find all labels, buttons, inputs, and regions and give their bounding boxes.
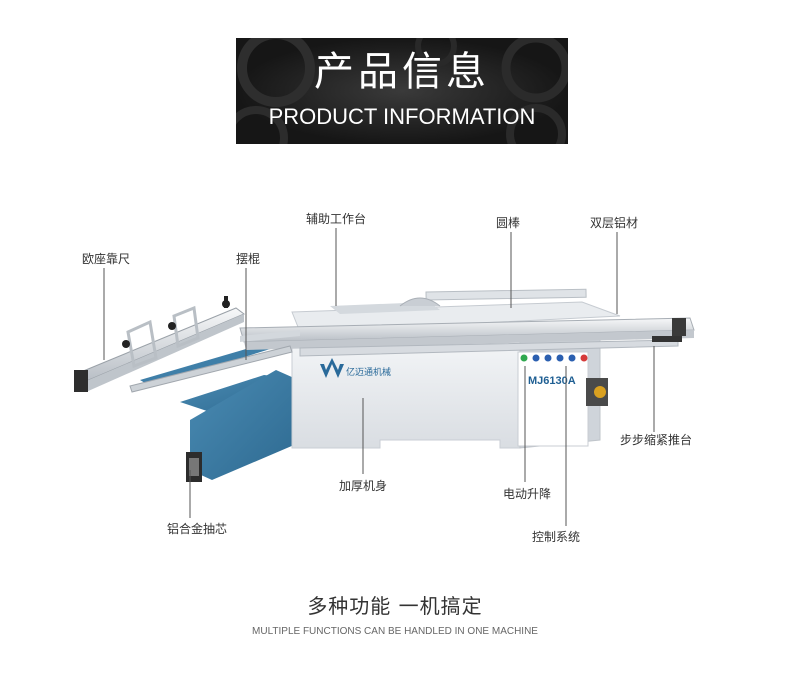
callout-aluminum-core: 铝合金抽芯 — [167, 522, 228, 536]
tagline-english: MULTIPLE FUNCTIONS CAN BE HANDLED IN ONE… — [252, 626, 538, 637]
machine-body: 亿迈通机械 MJ6130A — [291, 335, 608, 449]
callout-control-system: 控制系统 — [532, 530, 581, 544]
gear-texture-background — [236, 38, 568, 144]
callout-double-layer-aluminum: 双层铝材 — [590, 216, 639, 230]
callout-round-bar: 圆棒 — [496, 216, 521, 230]
work-table — [291, 288, 621, 333]
control-panel-buttons — [520, 354, 588, 362]
tagline: 多种功能 一机搞定 — [307, 594, 483, 618]
callout-thick-body: 加厚机身 — [339, 479, 388, 493]
brand-logo: 亿迈通机械 — [320, 358, 391, 378]
callout-european-fence: 欧座靠尺 — [82, 252, 131, 266]
banner-subtitle: PRODUCT INFORMATION — [268, 104, 536, 129]
header-banner: 产品信息 PRODUCT INFORMATION — [236, 38, 568, 144]
swing-arm — [129, 330, 300, 393]
brand-text: 亿迈通机械 — [346, 366, 391, 378]
callout-electric-lift: 电动升降 — [503, 487, 552, 501]
european-fence-assembly — [74, 296, 245, 392]
callout-swing-arm: 摆棍 — [236, 252, 261, 266]
banner-title: 产品信息 — [314, 49, 490, 95]
model-label: MJ6130A — [528, 375, 576, 387]
callout-stepwise-push-table: 步步缩紧推台 — [620, 433, 693, 447]
callout-aux-table: 辅助工作台 — [306, 212, 367, 226]
